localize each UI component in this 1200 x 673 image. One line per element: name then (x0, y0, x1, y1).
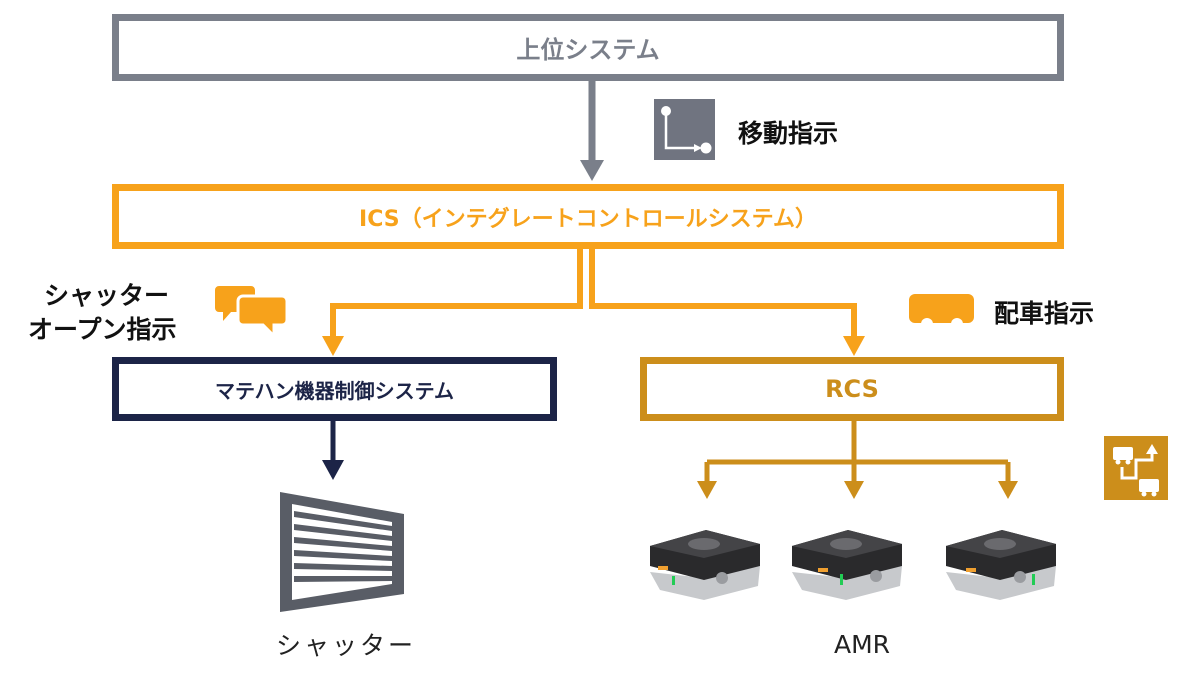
arrow-upper-to-ics (580, 81, 604, 181)
upper-system-label: 上位システム (516, 36, 660, 64)
amr-robot-icon (650, 530, 760, 600)
ics-label: ICS（インテグレートコントロールシステム） (359, 206, 817, 232)
arrow-ics-to-material-handling (322, 249, 583, 356)
move-instruction-label: 移動指示 (738, 119, 839, 148)
rcs-box: RCS (640, 357, 1064, 421)
upper-system-box: 上位システム (112, 14, 1064, 81)
arrow-material-handling-to-shutter (322, 421, 344, 480)
shutter-open-label-line2: オープン指示 (28, 315, 177, 344)
shutter-open-label-line1: シャッター (44, 281, 170, 310)
amr-label: AMR (834, 630, 891, 659)
route-icon (654, 99, 715, 160)
arrow-ics-to-rcs (589, 249, 865, 356)
material-handling-label: マテハン機器制御システム (215, 378, 454, 403)
path-planning-icon (1104, 436, 1168, 500)
dispatch-instruction-label: 配車指示 (994, 299, 1095, 328)
chat-bubbles-icon (215, 286, 289, 340)
ics-box: ICS（インテグレートコントロールシステム） (112, 184, 1064, 249)
material-handling-box: マテハン機器制御システム (112, 357, 557, 421)
amr-robot-icon (792, 530, 902, 600)
shutter-icon (280, 492, 404, 612)
vehicle-icon (909, 294, 974, 330)
shutter-label: シャッター (276, 631, 417, 660)
arrow-rcs-to-amrs (697, 421, 1018, 499)
rcs-label: RCS (825, 375, 879, 403)
amr-robot-icon (946, 530, 1056, 600)
